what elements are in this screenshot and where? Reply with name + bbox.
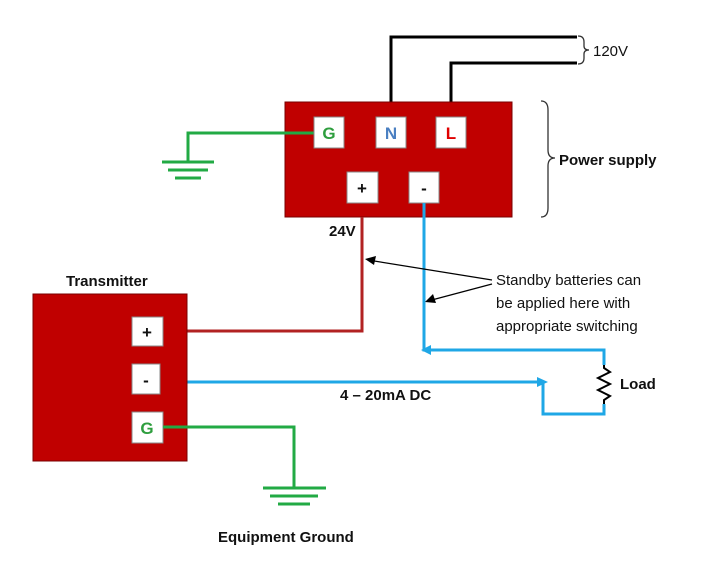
ps-terminal-l: L (435, 116, 467, 149)
signal-wire-arrowhead (537, 377, 548, 387)
battery-note-line-2: be applied here with (496, 295, 630, 312)
load-label: Load (620, 376, 656, 393)
battery-note-line-3: appropriate switching (496, 318, 638, 335)
ps-terminal-minus: - (408, 171, 440, 204)
tx-terminal-minus-label: - (143, 371, 149, 390)
ps-terminal-minus-label: - (421, 179, 427, 198)
transmitter-label: Transmitter (66, 273, 148, 290)
ps-ground-wire (186, 131, 317, 161)
equipment-ground-label: Equipment Ground (218, 529, 354, 546)
negative-loop-wire (422, 203, 606, 365)
ground-icon (162, 160, 214, 180)
battery-annotation-arrows (365, 256, 493, 303)
negative-wire-arrowhead (421, 345, 431, 355)
ps-terminal-plus: + (346, 171, 379, 204)
ps-terminal-plus-label: + (357, 179, 367, 198)
ps-terminal-n: N (375, 116, 407, 149)
tx-terminal-plus: + (131, 316, 164, 347)
tx-terminal-plus-label: + (142, 323, 152, 342)
line-supply-wire (449, 61, 577, 118)
load-resistor-icon (595, 365, 613, 404)
ps-terminal-g-label: G (322, 124, 335, 143)
ac-brace (577, 35, 590, 65)
tx-ground-wire (163, 425, 296, 487)
tx-terminal-g-label: G (140, 419, 153, 438)
tx-terminal-minus: - (131, 363, 161, 395)
ps-terminal-l-label: L (446, 124, 456, 143)
dc-voltage-label: 24V (329, 223, 356, 240)
tx-terminal-g: G (131, 411, 164, 444)
battery-note-line-1: Standby batteries can (496, 272, 641, 289)
power-supply-brace (540, 100, 556, 218)
equipment-ground-icon (263, 486, 326, 506)
power-supply-label: Power supply (559, 152, 657, 169)
ac-voltage-label: 120V (593, 43, 628, 60)
ps-terminal-n-label: N (385, 124, 397, 143)
signal-wire (160, 380, 606, 416)
transmitter-box (32, 293, 188, 462)
positive-loop-wire (163, 217, 364, 333)
neutral-supply-wire (389, 35, 577, 118)
signal-label: 4 – 20mA DC (340, 387, 431, 404)
ps-terminal-g: G (313, 116, 345, 149)
